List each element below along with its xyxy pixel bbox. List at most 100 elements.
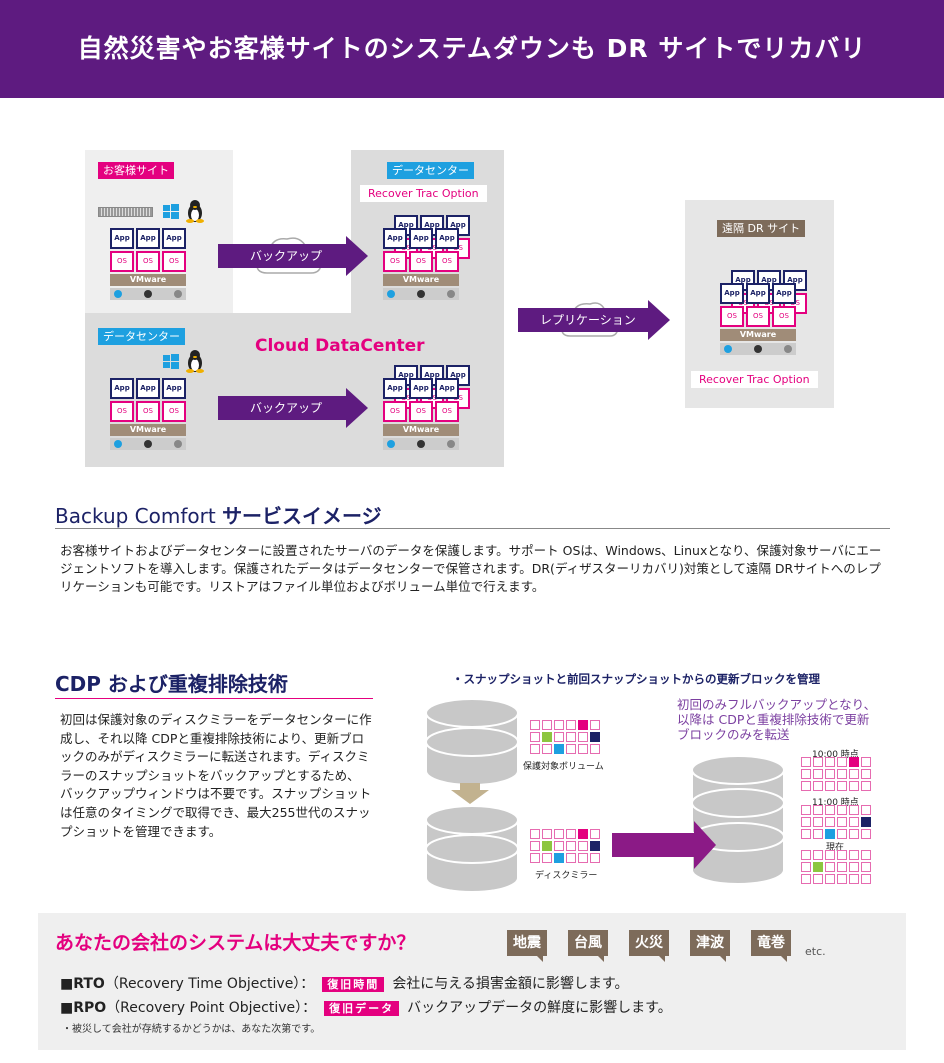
protected-volume-label: 保護対象ボリューム [523,762,604,772]
block-cell [813,850,823,860]
app-block: App [110,378,134,399]
rto-term: ■RTO [60,976,105,992]
os-block: OS [435,251,459,272]
rpo-line: ■RPO（Recovery Point Objective）：復旧データバックア… [60,997,672,1017]
app-block: App [435,228,459,249]
transfer-arrow [612,821,716,869]
cdp-note: 初回のみフルバックアップとなり、以降は CDPと重複排除技術で更新ブロックのみを… [677,697,877,742]
status-light-bar [383,438,459,450]
status-light-icon [114,440,122,448]
divider [55,528,890,529]
title-bold: サービスイメージ [222,504,382,528]
os-block: OS [409,251,433,272]
block-cell [837,769,847,779]
block-cell [825,757,835,767]
app-block: App [720,283,744,304]
rto-line: ■RTO（Recovery Time Objective）：復旧時間会社に与える… [60,973,629,993]
cdp-figure-title: ・スナップショットと前回スナップショットからの更新ブロックを管理 [452,672,820,686]
app-block: App [383,228,407,249]
block-cell [566,853,576,863]
snapshot-grid [801,850,871,884]
block-cell [861,769,871,779]
backup-arrow: バックアップ [218,236,368,276]
status-light-icon [447,440,455,448]
page-header: 自然災害やお客様サイトのシステムダウンも DR サイトでリカバリ [0,0,944,98]
backup-arrow: バックアップ [218,388,368,428]
app-block: App [409,378,433,399]
cloud-datacenter-title: Cloud DataCenter [255,336,425,356]
os-block: OS [110,251,134,272]
os-block: OS [720,306,744,327]
status-light-icon [174,290,182,298]
block-cell [825,781,835,791]
block-cell [837,874,847,884]
snapshot-label: 11:00 時点 [812,798,859,808]
block-cell [849,850,859,860]
server-stack: AppAppAppOSOSOSAppAppAppOSOSOSVMware [383,365,470,450]
datacenter-tag: データセンター [387,162,474,179]
block-grid [530,829,600,863]
status-light-icon [754,345,762,353]
block-cell [813,817,823,827]
block-cell [590,720,600,730]
title-light: Backup Comfort [55,504,216,528]
block-cell [590,744,600,754]
os-block: OS [383,401,407,422]
status-light-icon [387,290,395,298]
block-cell [849,862,859,872]
block-cell [554,829,564,839]
rto-full: （Recovery Time Objective）： [104,976,315,992]
hypervisor-bar: VMware [110,424,186,436]
block-cell [825,874,835,884]
windows-icon [163,204,179,219]
block-cell [825,829,835,839]
block-cell [825,805,835,815]
block-cell [837,781,847,791]
block-cell [578,841,588,851]
snapshot-label: 現在 [826,843,845,853]
status-light-icon [144,440,152,448]
status-light-icon [784,345,792,353]
block-cell [813,769,823,779]
block-cell [542,841,552,851]
block-cell [801,769,811,779]
rpo-term: ■RPO [60,1000,107,1016]
block-cell [801,874,811,884]
block-cell [554,744,564,754]
server-rack-icon [98,207,153,217]
cdp-figure [425,698,785,893]
app-block: App [409,228,433,249]
snapshot-grid [801,805,871,839]
block-cell [861,829,871,839]
block-cell [554,841,564,851]
block-cell [566,732,576,742]
block-cell [578,744,588,754]
status-light-icon [114,290,122,298]
app-block: App [136,378,160,399]
block-cell [825,862,835,872]
remote-dr-tag: 遠隔 DR サイト [717,220,806,237]
block-cell [542,829,552,839]
block-cell [849,817,859,827]
service-section-title: Backup Comfort サービスイメージ [55,500,382,529]
datacenter-tag: データセンター [98,328,185,345]
os-block: OS [409,401,433,422]
datacenter-storage-cylinder [691,755,785,885]
app-block: App [746,283,770,304]
os-block: OS [772,306,796,327]
block-grid [530,720,600,754]
block-cell [825,817,835,827]
block-cell [542,732,552,742]
block-cell [861,874,871,884]
